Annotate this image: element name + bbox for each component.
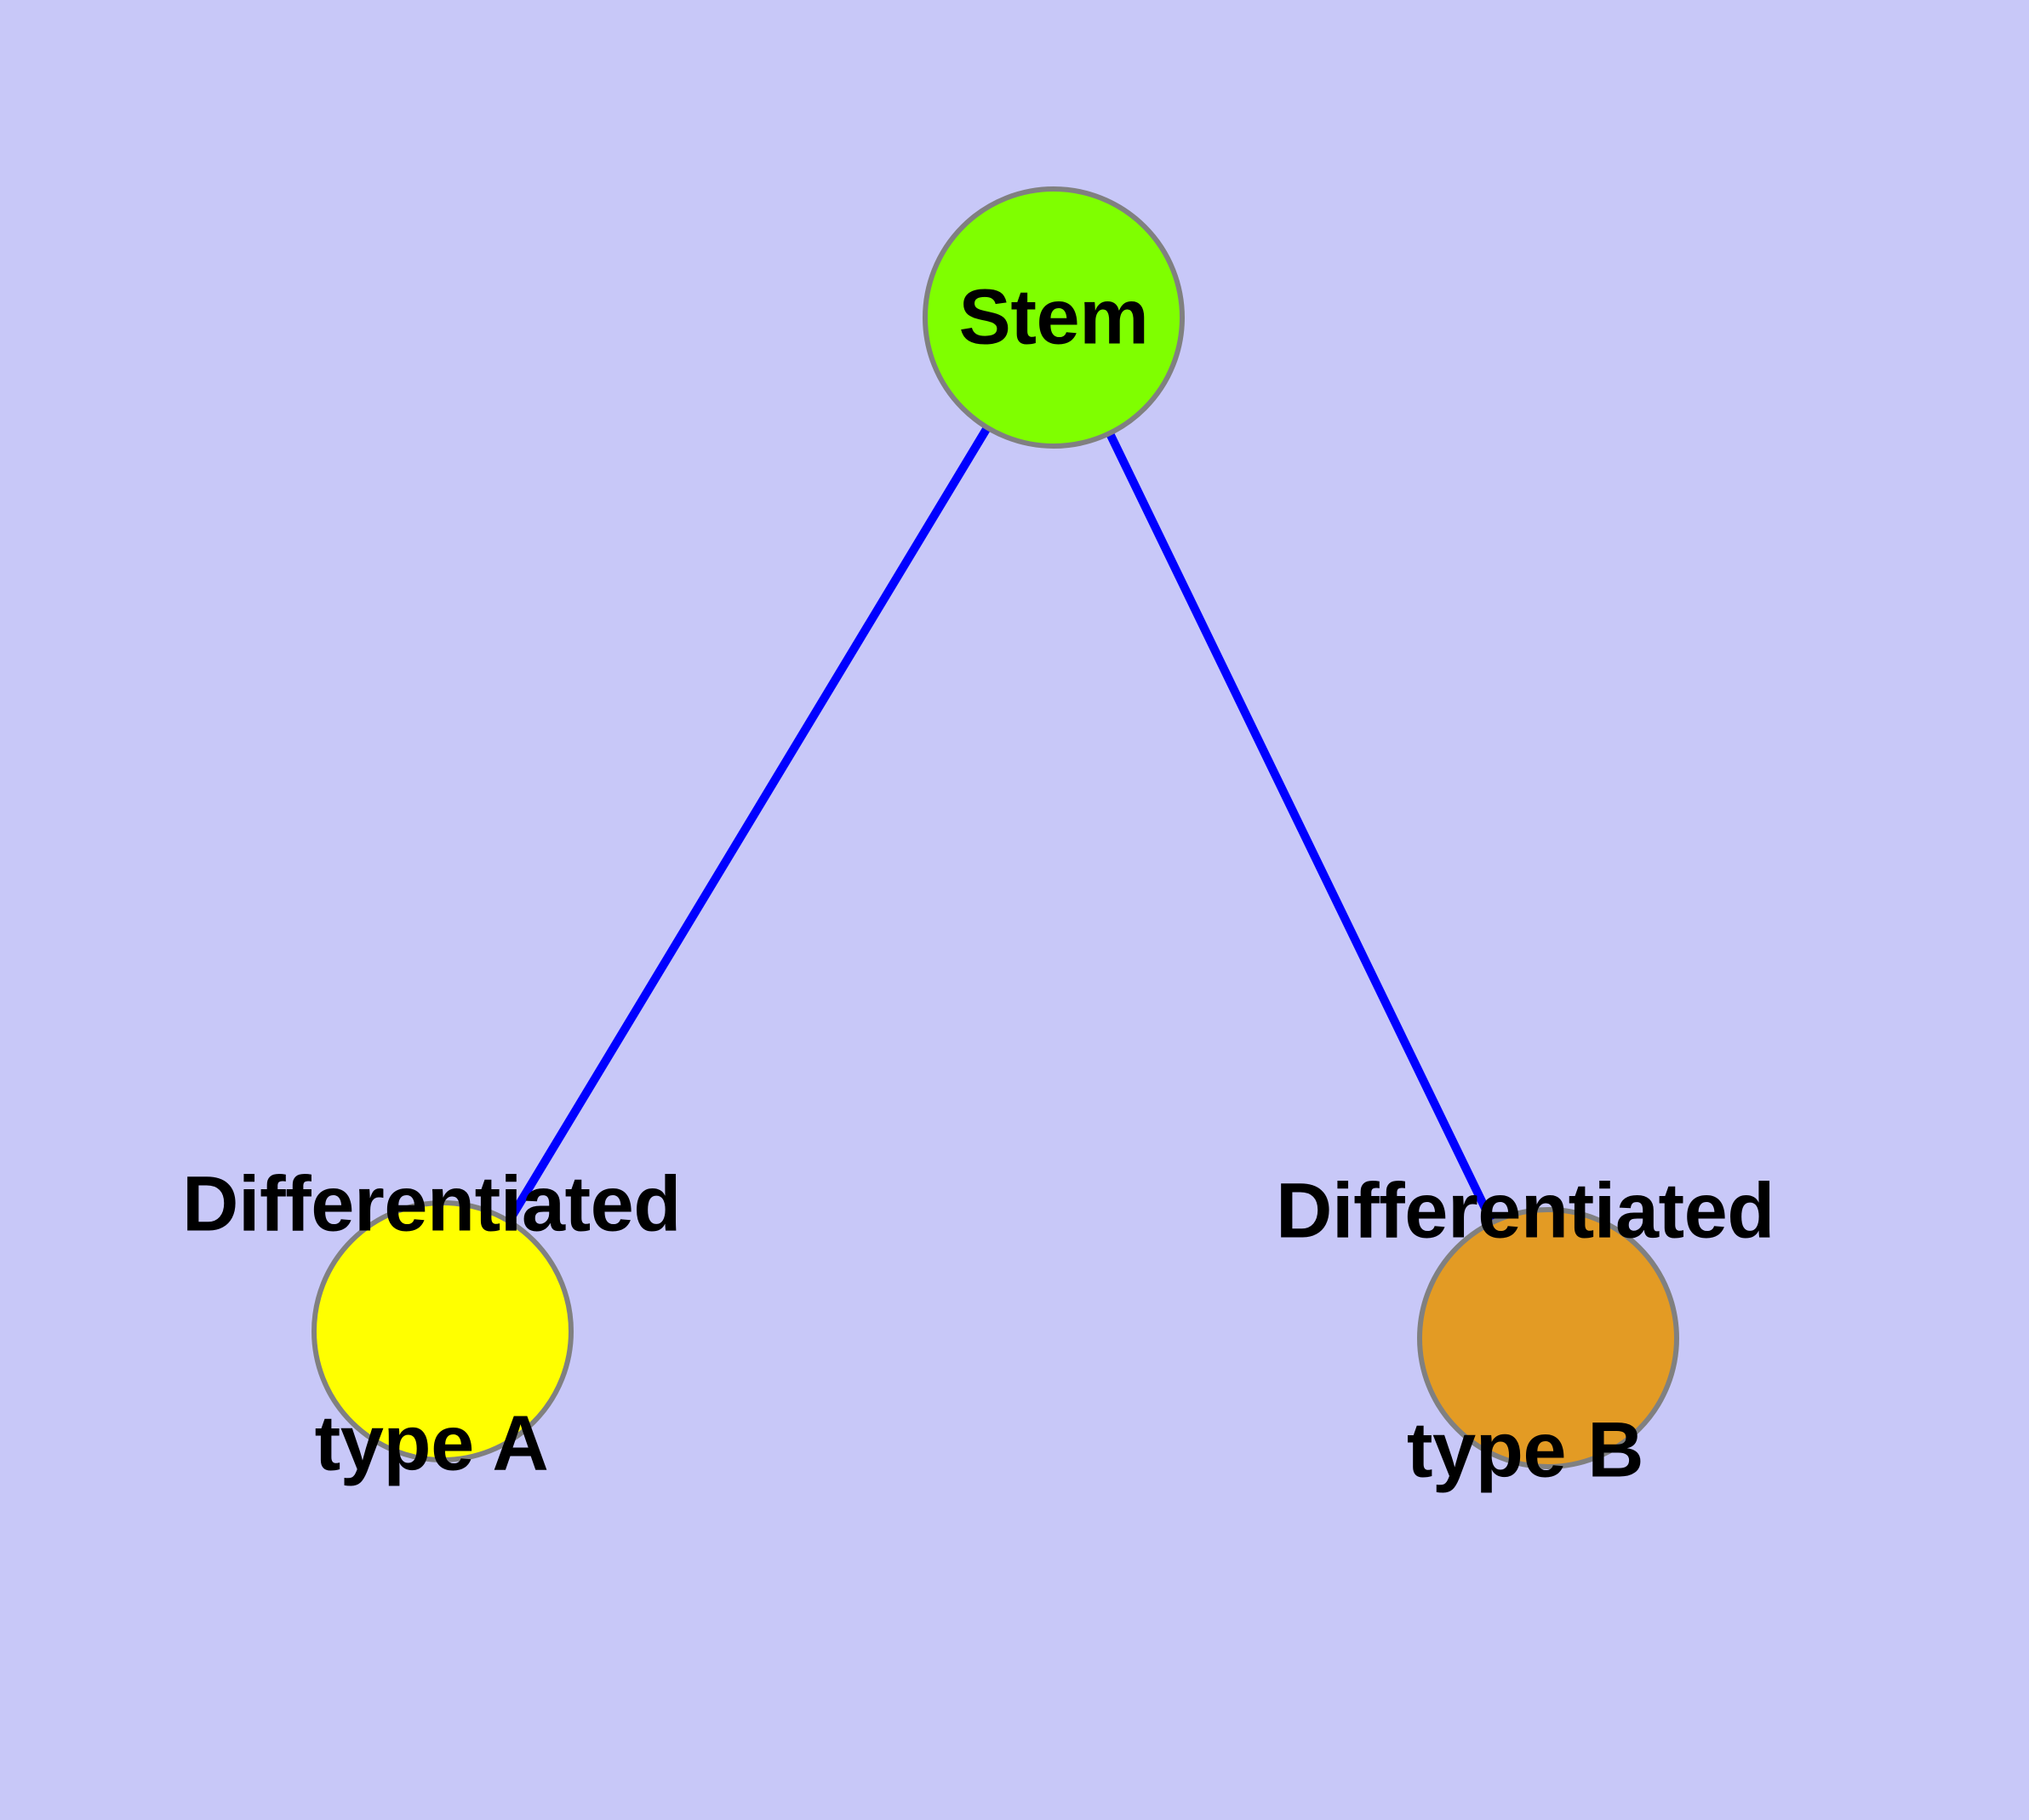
node-differentiated-type-a[interactable] — [311, 1200, 574, 1462]
edge-stem-to-differentiated-type-b[interactable] — [1049, 315, 1552, 1341]
node-differentiated-type-b[interactable] — [1417, 1207, 1679, 1469]
edge-stem-to-differentiated-type-a[interactable] — [438, 315, 1058, 1334]
node-stem[interactable] — [923, 186, 1185, 449]
node-layer — [311, 186, 1679, 1469]
edge-layer — [438, 315, 1552, 1341]
